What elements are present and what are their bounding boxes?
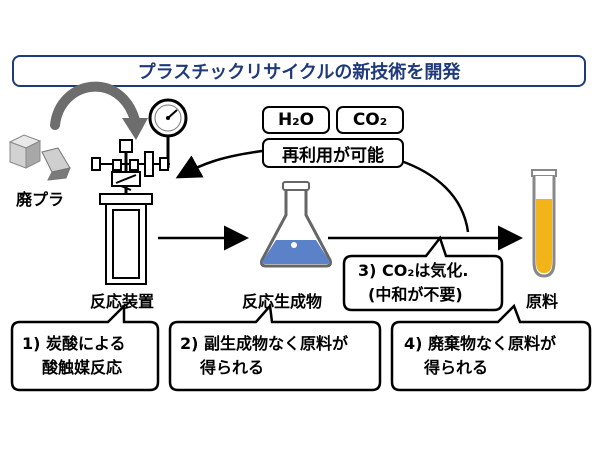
reactor-label: 反応装置	[90, 292, 155, 311]
h2o-chip: H₂O	[262, 106, 330, 134]
plastic-cubes-icon	[8, 134, 71, 181]
co2-callout-line1: 3) CO₂は気化.	[358, 261, 469, 280]
valve-icon	[91, 139, 170, 196]
note4-line1: 4) 廃棄物なく原料が	[404, 334, 557, 353]
co2-chip-label: CO₂	[352, 110, 388, 130]
co2-chip: CO₂	[336, 106, 404, 134]
note1-line1: 1) 炭酸による	[22, 334, 126, 353]
raw-material-label: 原料	[526, 292, 559, 311]
note1-line2: 酸触媒反応	[42, 358, 123, 377]
flask-icon	[260, 181, 332, 268]
h2o-chip-label: H₂O	[277, 110, 315, 130]
reaction-product-label: 反応生成物	[242, 292, 323, 311]
co2-callout-line2: (中和が不要)	[368, 285, 463, 304]
note4-bubble	[390, 303, 592, 392]
test-tube-icon	[531, 169, 557, 278]
co2-callout-bubble	[342, 235, 504, 312]
note4-line2: 得られる	[424, 358, 489, 377]
pressure-gauge-icon	[148, 98, 188, 168]
recycle-arrow-icon	[50, 81, 148, 140]
note2-bubble	[168, 303, 382, 392]
note1-bubble	[10, 302, 160, 392]
title-banner: プラスチックリサイクルの新技術を開発	[12, 55, 586, 87]
reactor-vessel-icon	[99, 193, 153, 285]
note2-line2: 得られる	[200, 358, 265, 377]
waste-plastic-label: 廃プラ	[16, 190, 65, 209]
note4-text: 4) 廃棄物なく原料が 得られる	[404, 332, 556, 380]
note2-text: 2) 副生成物なく原料が 得られる	[180, 332, 348, 380]
note1-text: 1) 炭酸による 酸触媒反応	[22, 332, 126, 380]
co2-callout-text: 3) CO₂は気化. (中和が不要)	[358, 259, 468, 307]
note2-line1: 2) 副生成物なく原料が	[180, 334, 349, 353]
title-text: プラスチックリサイクルの新技術を開発	[137, 62, 461, 83]
reuse-chip-label: 再利用が可能	[282, 145, 384, 166]
reuse-chip: 再利用が可能	[262, 138, 404, 168]
